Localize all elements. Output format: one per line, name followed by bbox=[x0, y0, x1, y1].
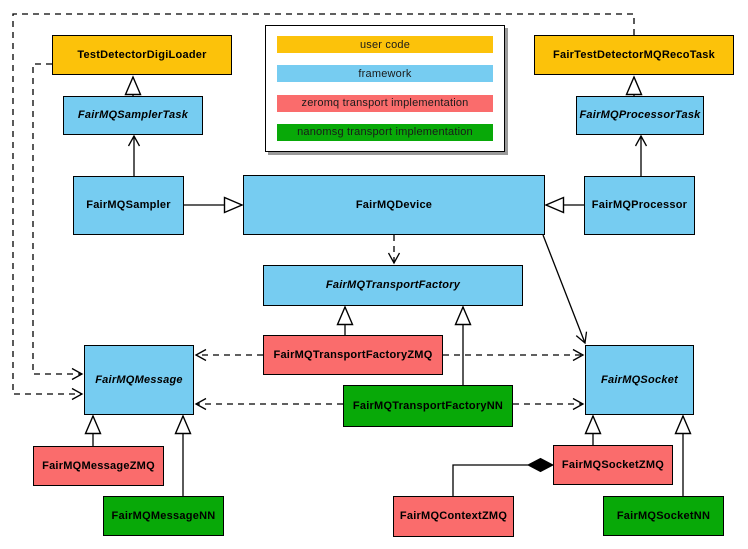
legend-item-nanomsg: nanomsg transport implementation bbox=[277, 123, 493, 141]
legend: user code framework zeromq transport imp… bbox=[265, 25, 505, 152]
node-fairmqsocket: FairMQSocket bbox=[585, 345, 694, 415]
edge-contextzmq-socketzmq bbox=[452, 464, 528, 496]
edge-recotask-message-dashed bbox=[12, 13, 635, 401]
edge-device-socket bbox=[542, 234, 588, 345]
legend-item-user-code: user code bbox=[277, 36, 493, 53]
node-fairmqcontextzmq: FairMQContextZMQ bbox=[393, 496, 514, 537]
node-fairmqmessagenn: FairMQMessageNN bbox=[103, 496, 224, 536]
legend-item-zeromq: zeromq transport implementation bbox=[277, 94, 493, 112]
node-fairtestdetectormqrecotask: FairTestDetectorMQRecoTask bbox=[534, 35, 734, 75]
node-fairmqmessagezmq: FairMQMessageZMQ bbox=[33, 446, 164, 486]
composition-diamond-icon bbox=[526, 457, 555, 473]
node-fairmqsocketnn: FairMQSocketNN bbox=[603, 496, 724, 536]
node-fairmqsocketzmq: FairMQSocketZMQ bbox=[553, 445, 673, 485]
node-fairmqmessage: FairMQMessage bbox=[84, 345, 194, 415]
node-fairmqsampler: FairMQSampler bbox=[73, 176, 184, 235]
node-fairmqtransportfactoryzmq: FairMQTransportFactoryZMQ bbox=[263, 335, 443, 375]
node-fairmqtransportfactorynn: FairMQTransportFactoryNN bbox=[343, 385, 513, 427]
edge-digiloader-message-dashed bbox=[32, 63, 84, 381]
node-fairmqprocessortask: FairMQProcessorTask bbox=[576, 96, 704, 135]
node-fairmqdevice: FairMQDevice bbox=[243, 175, 545, 235]
node-fairmqsamplertask: FairMQSamplerTask bbox=[63, 96, 203, 135]
node-fairmqprocessor: FairMQProcessor bbox=[584, 176, 695, 235]
node-testdetectordigiloader: TestDetectorDigiLoader bbox=[52, 35, 232, 75]
legend-item-framework: framework bbox=[277, 65, 493, 83]
node-fairmqtransportfactory: FairMQTransportFactory bbox=[263, 265, 523, 306]
